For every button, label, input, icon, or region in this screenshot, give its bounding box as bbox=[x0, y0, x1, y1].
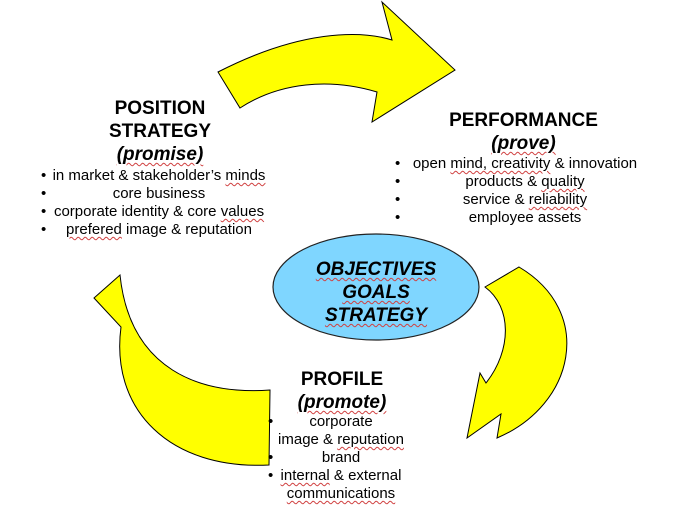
list-item: •service & reliability bbox=[395, 191, 588, 208]
list-item: •open mind, creativity & innovation bbox=[395, 155, 638, 172]
position-title-block: POSITION STRATEGY (promise) bbox=[100, 97, 220, 166]
center-line-strategy: STRATEGY bbox=[324, 305, 428, 326]
center-line-objectives: OBJECTIVES bbox=[315, 259, 437, 280]
performance-subtitle: (prove) bbox=[491, 133, 556, 154]
list-item: •corporate bbox=[268, 413, 373, 430]
list-item: •prefered image & reputation bbox=[41, 221, 252, 238]
profile-list: •corporate image & reputation •brand •in… bbox=[266, 413, 416, 503]
center-objectives-label: OBJECTIVES GOALS STRATEGY bbox=[274, 258, 478, 327]
center-line-goals: GOALS bbox=[342, 282, 410, 303]
position-subtitle: (promise) bbox=[116, 144, 204, 165]
list-item: •in market & stakeholder’s minds bbox=[41, 167, 266, 184]
arrow-position-to-performance bbox=[217, 0, 456, 124]
list-item: •corporate identity & core values bbox=[41, 203, 265, 220]
performance-list: •open mind, creativity & innovation •pro… bbox=[392, 155, 658, 227]
profile-subtitle: (promote) bbox=[297, 392, 387, 413]
performance-title: PERFORMANCE bbox=[449, 110, 598, 131]
position-title-line2: STRATEGY bbox=[108, 121, 212, 142]
list-item: •internal & external bbox=[268, 467, 402, 484]
list-item: •core business bbox=[41, 185, 206, 202]
list-item: •products & quality bbox=[395, 173, 585, 190]
position-list: •in market & stakeholder’s minds •core b… bbox=[28, 167, 290, 239]
list-item: •employee assets bbox=[395, 209, 582, 226]
profile-title: PROFILE bbox=[300, 369, 384, 390]
list-item: communications bbox=[286, 485, 396, 502]
performance-title-block: PERFORMANCE (prove) bbox=[426, 109, 621, 155]
position-title-line1: POSITION bbox=[114, 98, 206, 119]
arrow-performance-to-profile bbox=[466, 266, 568, 440]
arrow-profile-to-position bbox=[93, 273, 271, 466]
center-ellipse bbox=[272, 233, 480, 341]
profile-title-block: PROFILE (promote) bbox=[272, 368, 412, 414]
list-item: •brand bbox=[268, 449, 361, 466]
list-item: image & reputation bbox=[278, 431, 404, 448]
